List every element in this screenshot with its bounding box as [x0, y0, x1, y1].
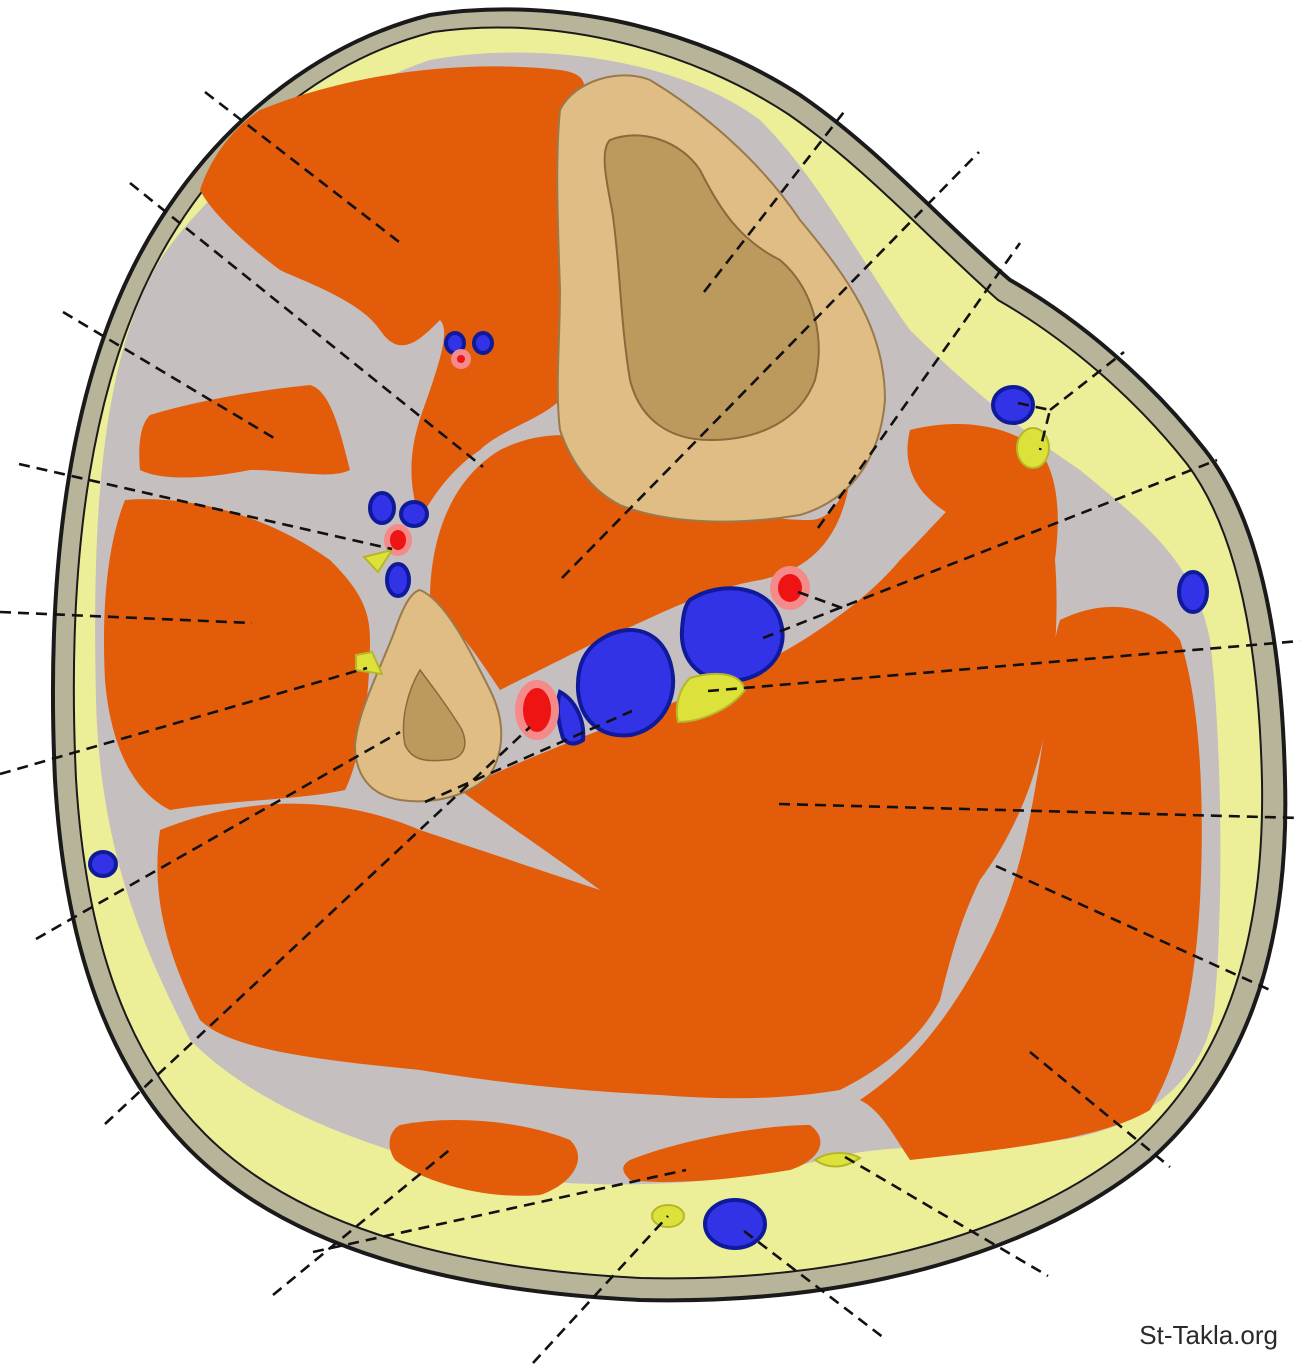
superficial-fibular-nerve [355, 650, 384, 676]
leader-line [272, 1145, 454, 1297]
leader-lines [0, 90, 1300, 1364]
leader-line [1049, 350, 1125, 412]
leader-line [797, 590, 846, 611]
leader-line [532, 1215, 669, 1364]
leader-line [707, 639, 1300, 693]
leader-line [702, 107, 849, 293]
leader-line [35, 730, 401, 941]
posterior-tibial-artery [523, 688, 551, 732]
anterior-muscle-left [139, 385, 350, 478]
leader-line [1017, 401, 1052, 451]
posterior-muscle-bottom-left [389, 1120, 579, 1196]
deep-vein-large-1 [679, 586, 785, 683]
leader-line [778, 802, 1300, 820]
tibia-marrow [603, 134, 820, 442]
fibular-artery [778, 574, 802, 602]
superficial-vein-medial-upper [991, 385, 1035, 425]
superficial-vein-medial [1177, 570, 1209, 614]
leader-line [129, 181, 484, 469]
anterior-muscle-central [430, 435, 850, 690]
superficial-vein-lateral [88, 850, 118, 878]
leader-line [995, 864, 1271, 992]
leader-line [561, 151, 980, 579]
small-saphenous-vein [703, 1198, 767, 1250]
anterior-tibial-artery [390, 530, 406, 550]
anterior-vein-3 [385, 562, 411, 598]
leader-line [0, 610, 253, 625]
leader-line [762, 458, 1218, 640]
fibula-marrow [402, 668, 466, 762]
anterior-vein-upper-2 [472, 331, 494, 355]
leader-line [0, 666, 368, 776]
leader-line [424, 709, 633, 804]
anterior-vein-1 [368, 491, 396, 525]
upper-artery [457, 355, 465, 363]
saphenous-nerve [1016, 427, 1050, 469]
lateral-muscle [104, 499, 370, 810]
posterior-muscle-bottom-right [623, 1125, 821, 1182]
posterior-muscle-right [860, 606, 1202, 1160]
tibial-nerve [675, 672, 747, 724]
leader-line [312, 1168, 687, 1254]
watermark-text: St-Takla.org [1139, 1320, 1278, 1350]
posterior-muscle-main [157, 467, 1057, 1099]
deep-fibular-nerve [362, 548, 395, 574]
leader-line [62, 310, 280, 443]
anterior-vein-2 [399, 500, 429, 528]
leader-line [844, 1155, 1049, 1278]
leader-line [743, 1229, 885, 1340]
leader-line [1029, 1050, 1171, 1169]
leader-line [18, 462, 393, 551]
sural-nerve-medial [813, 1152, 862, 1168]
leader-line [204, 90, 404, 247]
anterior-muscle-upper [200, 66, 585, 521]
deep-vein-large-2 [575, 628, 676, 738]
leader-line [104, 726, 531, 1125]
leader-line [816, 242, 1022, 529]
